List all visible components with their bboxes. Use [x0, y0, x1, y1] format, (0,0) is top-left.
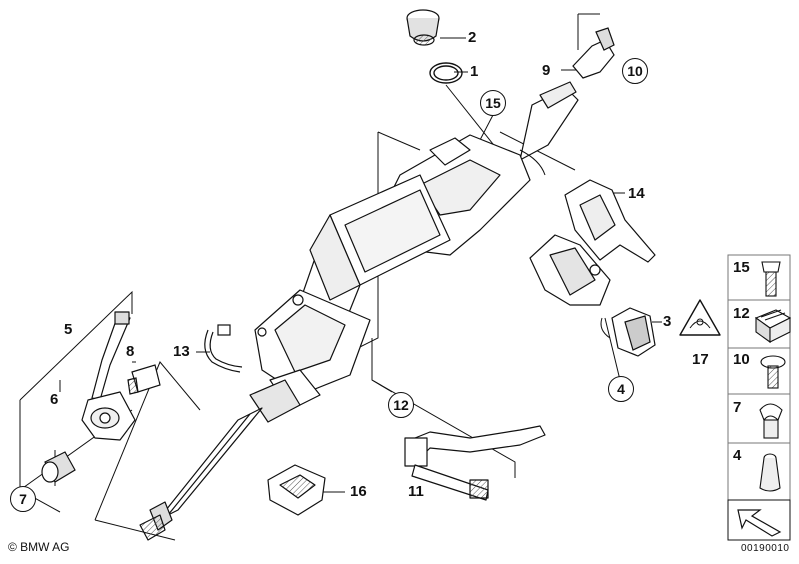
part-5-lever [81, 311, 136, 441]
legend-label-4: 4 [733, 447, 742, 464]
callout-1: 1 [470, 63, 479, 80]
part-14-lock-housing [529, 179, 656, 306]
part-6-bushing [41, 451, 76, 483]
callout-10-ring: 10 [622, 58, 648, 84]
callout-14: 14 [628, 185, 645, 202]
legend-label-12: 12 [733, 305, 750, 322]
callout-6: 6 [50, 391, 59, 408]
document-number: 00190010 [741, 543, 790, 554]
callout-4-ring: 4 [608, 376, 634, 402]
callout-13: 13 [173, 343, 190, 360]
callout-9: 9 [542, 62, 551, 79]
clip-block-icon [754, 309, 792, 344]
callout-11: 11 [408, 483, 424, 500]
arrow-icon [737, 509, 782, 537]
part-16-bracket [267, 464, 326, 516]
callout-16: 16 [350, 483, 367, 500]
callout-2: 2 [468, 29, 477, 46]
part-11-adjust-lever [404, 425, 546, 501]
callout-10: 10 [627, 63, 643, 79]
legend-frame [727, 254, 791, 541]
callout-8: 8 [126, 343, 135, 360]
callout-7-ring: 7 [10, 486, 36, 512]
grommet-icon [759, 453, 781, 492]
copyright-text: © BMW AG [8, 540, 70, 554]
callout-17: 17 [692, 351, 709, 368]
callout-7: 7 [19, 491, 27, 507]
part-1-o-ring [429, 62, 463, 84]
part-13-cable [204, 324, 243, 373]
legend-label-15: 15 [733, 259, 750, 276]
part-2-cap [406, 9, 440, 46]
part-3-switch [611, 307, 656, 357]
callout-4: 4 [617, 381, 625, 397]
steering-column [139, 81, 579, 541]
part-17-warning-label [679, 299, 721, 336]
callout-15-ring: 15 [480, 90, 506, 116]
legend-label-10: 10 [733, 351, 750, 368]
callout-3: 3 [663, 313, 672, 330]
part-9-plug [572, 27, 615, 79]
callout-15: 15 [485, 95, 501, 111]
callout-12-ring: 12 [388, 392, 414, 418]
cable-ties [519, 149, 611, 339]
callout-12: 12 [393, 397, 409, 413]
legend-label-7: 7 [733, 399, 742, 416]
bolt-icon [761, 261, 781, 297]
callout-5: 5 [64, 321, 73, 338]
screw-icon [760, 355, 786, 389]
part-8-connector [127, 364, 161, 395]
cable-clip-icon [759, 403, 783, 439]
